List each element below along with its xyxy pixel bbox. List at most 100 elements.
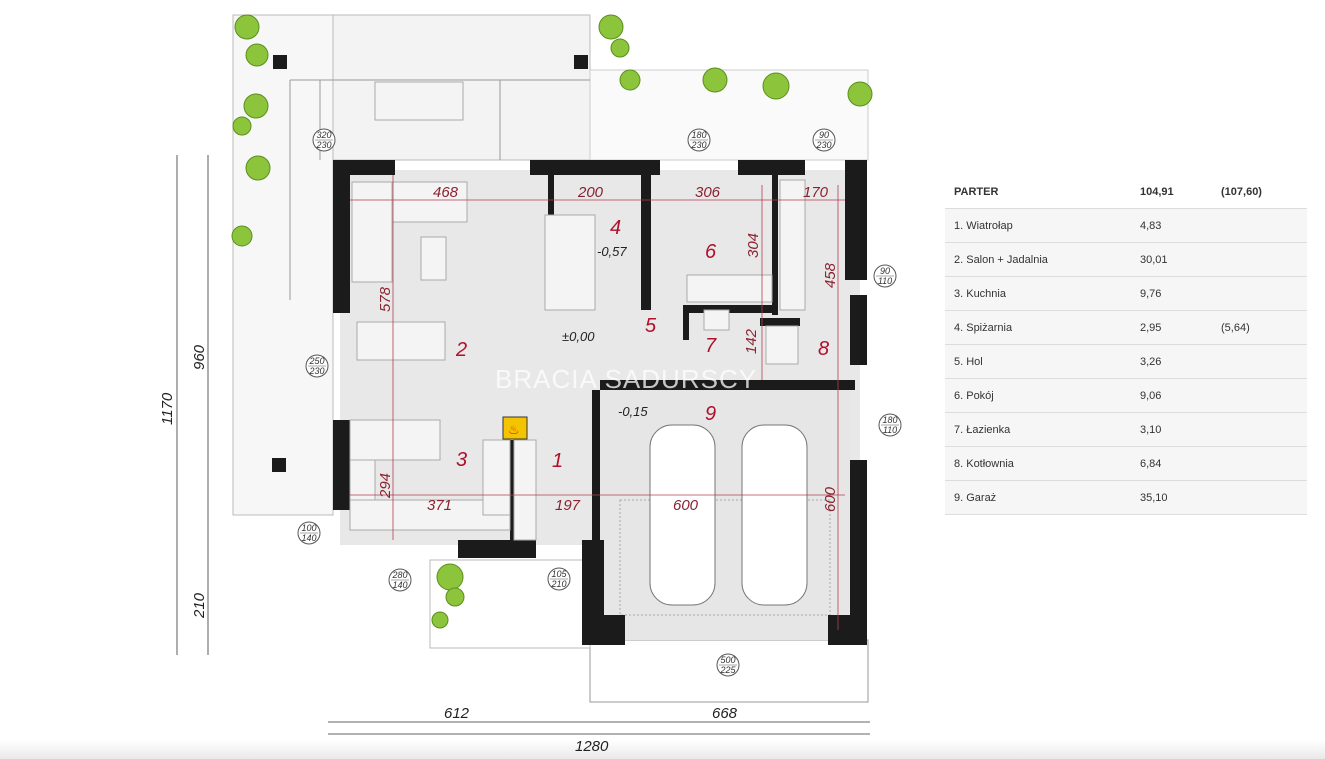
bottom-fade <box>0 740 1325 759</box>
room-name: 2. Salon + Jadalnia <box>945 242 1130 277</box>
svg-text:100: 100 <box>301 523 316 533</box>
level-garage: -0,15 <box>618 404 648 419</box>
garage-floor <box>600 385 850 640</box>
svg-text:230: 230 <box>308 366 324 376</box>
fireplace <box>502 416 528 440</box>
floor-area: 104,91 <box>1130 175 1212 209</box>
svg-text:230: 230 <box>815 140 831 150</box>
room-number-5: 5 <box>645 315 657 337</box>
room-number-8: 8 <box>818 338 829 360</box>
cars <box>649 424 808 606</box>
level-main: ±0,00 <box>562 329 595 344</box>
room-name: 9. Garaż <box>945 480 1130 515</box>
dim-170: 170 <box>803 184 829 201</box>
room-name: 8. Kotłownia <box>945 446 1130 481</box>
room-name: 4. Spiżarnia <box>945 310 1130 345</box>
svg-text:105: 105 <box>551 569 567 579</box>
room-area: 35,10 <box>1130 480 1212 515</box>
dim-960: 960 <box>191 344 208 370</box>
room-area: 2,95 <box>1130 310 1212 345</box>
table-header-row: PARTER 104,91 (107,60) <box>945 175 1307 209</box>
walls <box>333 160 867 645</box>
room-number-2: 2 <box>455 339 467 361</box>
dim-200: 200 <box>577 184 604 201</box>
svg-text:280: 280 <box>391 570 407 580</box>
terrace-stripes <box>289 79 590 300</box>
watermark: BRACIA SADURSCY <box>495 364 757 394</box>
svg-text:320: 320 <box>316 130 331 140</box>
svg-text:90: 90 <box>880 266 890 276</box>
room-name: 3. Kuchnia <box>945 276 1130 311</box>
room-number-4: 4 <box>610 217 621 239</box>
dim-600-h: 600 <box>673 497 699 514</box>
dim-458: 458 <box>822 262 839 288</box>
column <box>273 55 287 69</box>
svg-text:110: 110 <box>883 425 897 435</box>
furniture <box>349 179 806 541</box>
fireplace-flame-icon: ♨ <box>508 422 520 437</box>
column <box>272 458 286 472</box>
dim-371: 371 <box>427 497 452 514</box>
room-number-6: 6 <box>705 241 717 263</box>
room-name: 7. Łazienka <box>945 412 1130 447</box>
svg-text:140: 140 <box>392 580 407 590</box>
room-area: 3,26 <box>1130 344 1212 379</box>
room-name: 5. Hol <box>945 344 1130 379</box>
dim-1170: 1170 <box>159 392 176 425</box>
dim-306: 306 <box>695 184 721 201</box>
room-area: 9,76 <box>1130 276 1212 311</box>
room-area-extra <box>1212 344 1307 379</box>
svg-text:140: 140 <box>301 533 316 543</box>
dim-142: 142 <box>743 328 760 354</box>
room-area: 9,06 <box>1130 378 1212 413</box>
svg-text:180: 180 <box>691 130 706 140</box>
svg-text:500: 500 <box>720 655 735 665</box>
room-number-1: 1 <box>552 450 563 472</box>
room-area-extra <box>1212 446 1307 481</box>
room-area-extra <box>1212 208 1307 243</box>
room-area-extra <box>1212 242 1307 277</box>
room-area-extra <box>1212 480 1307 515</box>
svg-text:230: 230 <box>315 140 331 150</box>
room-area: 3,10 <box>1130 412 1212 447</box>
dim-304: 304 <box>745 233 762 258</box>
room-area: 30,01 <box>1130 242 1212 277</box>
dim-578: 578 <box>377 286 394 312</box>
dim-294: 294 <box>377 473 394 499</box>
svg-text:210: 210 <box>550 579 566 589</box>
room-area-extra <box>1212 378 1307 413</box>
garage-door-area <box>619 499 831 616</box>
room-number-7: 7 <box>705 335 717 357</box>
svg-text:110: 110 <box>878 276 892 286</box>
svg-text:90: 90 <box>819 130 829 140</box>
dim-1280: 1280 <box>575 738 609 755</box>
room-number-9: 9 <box>705 403 716 425</box>
terrace-left <box>232 14 334 516</box>
room-area-extra: (5,64) <box>1212 310 1307 345</box>
room-name: 1. Wiatrołap <box>945 208 1130 243</box>
room-name: 6. Pokój <box>945 378 1130 413</box>
room-area: 6,84 <box>1130 446 1212 481</box>
dimension-lines <box>176 155 870 735</box>
plants <box>231 14 873 629</box>
svg-text:180: 180 <box>882 415 897 425</box>
room-number-3: 3 <box>456 449 467 471</box>
dim-600-v: 600 <box>822 486 839 512</box>
dim-668: 668 <box>712 705 738 722</box>
dim-468: 468 <box>433 184 459 201</box>
svg-text:230: 230 <box>690 140 706 150</box>
svg-text:225: 225 <box>719 665 736 675</box>
room-area-extra <box>1212 412 1307 447</box>
floor-area-total: (107,60) <box>1212 175 1307 209</box>
